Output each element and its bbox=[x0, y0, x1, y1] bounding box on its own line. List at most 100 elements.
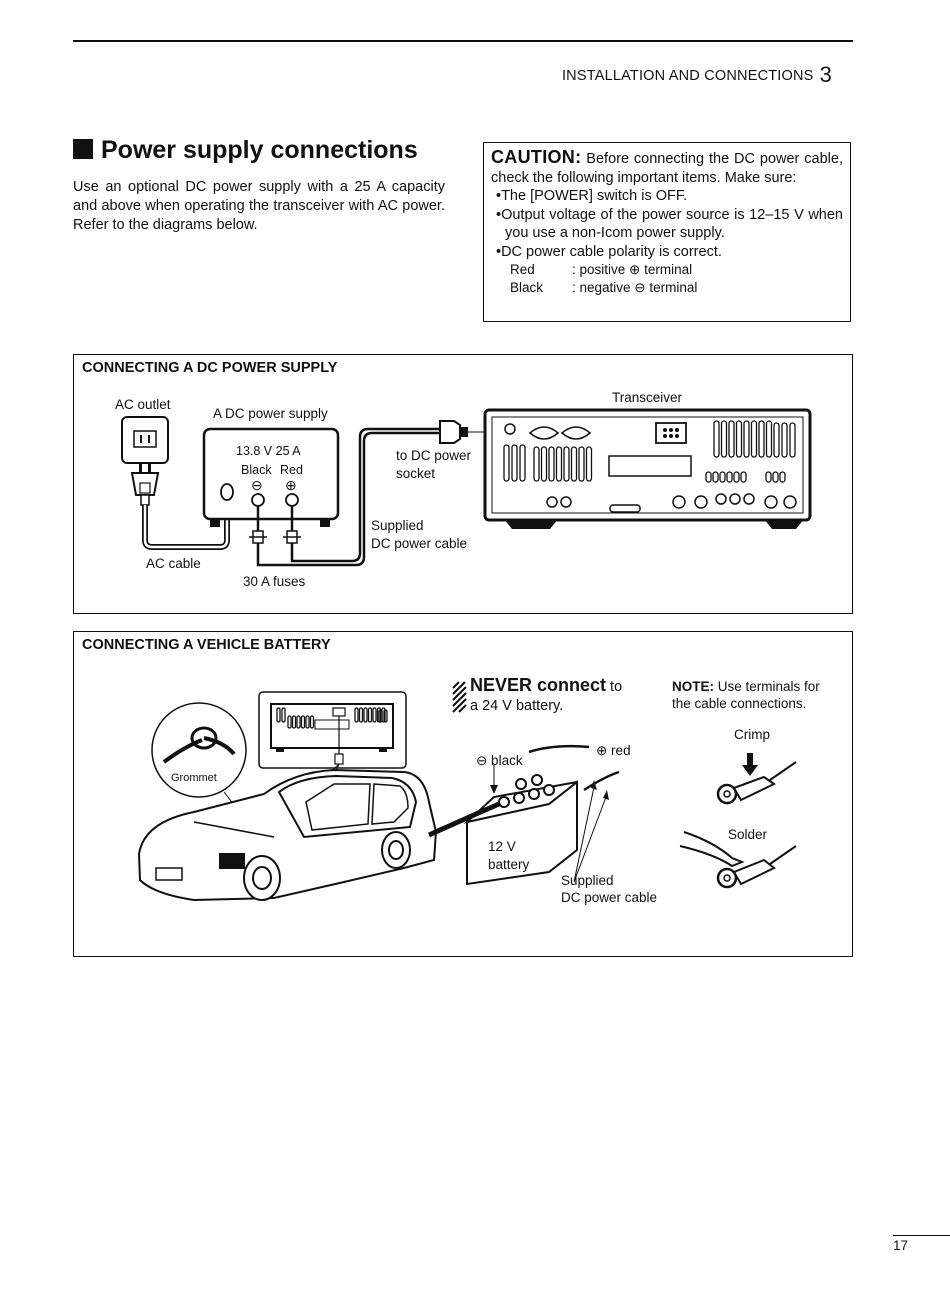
black-lead-label: ⊖ black bbox=[476, 753, 523, 768]
polarity-desc: : positive ⊕ terminal bbox=[572, 262, 693, 277]
square-bullet-icon bbox=[73, 139, 93, 159]
vent-slot bbox=[765, 420, 773, 458]
battery-label-1: 12 V bbox=[488, 839, 516, 854]
vent-slot bbox=[570, 446, 578, 482]
fuse-icon bbox=[283, 530, 301, 544]
vent-slot bbox=[555, 446, 563, 482]
vent-slot bbox=[758, 420, 765, 458]
polarity-desc: : negative ⊖ terminal bbox=[572, 279, 698, 295]
fuse-icon bbox=[249, 530, 267, 544]
supplied-cable-label-1: Supplied bbox=[561, 873, 614, 888]
vent-slot bbox=[540, 446, 548, 482]
red-terminal-label: Red bbox=[280, 463, 303, 477]
never-connect-line-2: a 24 V battery. bbox=[470, 698, 564, 714]
vent-slot bbox=[511, 444, 518, 482]
vent-slot bbox=[363, 707, 368, 723]
vent-slot bbox=[296, 715, 301, 729]
psu-rating: 13.8 V 25 A bbox=[236, 444, 301, 458]
vent-slot bbox=[372, 707, 377, 723]
section-header: INSTALLATION AND CONNECTIONS 3 bbox=[562, 62, 832, 88]
car-icon bbox=[137, 768, 438, 902]
note-line-1: NOTE: Use terminals for bbox=[672, 678, 820, 695]
footer-rule bbox=[893, 1235, 950, 1236]
never-connect-bold: NEVER connect bbox=[470, 675, 607, 695]
vent-slot bbox=[287, 715, 292, 729]
ac-cable-label: AC cable bbox=[146, 556, 201, 571]
vent-slot bbox=[750, 420, 758, 458]
battery-diagram bbox=[137, 681, 797, 902]
vent-slot bbox=[773, 422, 780, 458]
minus-symbol: ⊖ bbox=[251, 477, 263, 493]
fuses-label: 30 A fuses bbox=[243, 574, 306, 589]
vent-slot bbox=[300, 715, 306, 729]
section-name: INSTALLATION AND CONNECTIONS bbox=[561, 68, 814, 84]
top-rule bbox=[73, 40, 853, 42]
battery-black-lead bbox=[427, 801, 500, 838]
caution-bullet: •DC power cable polarity is correct. bbox=[496, 243, 722, 260]
vent-slot bbox=[533, 446, 540, 482]
vehicle-battery-panel: CONNECTING A VEHICLE BATTERY bbox=[73, 631, 853, 957]
never-connect-text: to bbox=[606, 679, 623, 695]
vent-slot bbox=[519, 444, 526, 482]
battery-icon bbox=[463, 774, 578, 886]
vent-slot bbox=[735, 420, 743, 458]
ac-outlet-label: AC outlet bbox=[115, 397, 171, 412]
never-connect-line-1: NEVER connect to bbox=[470, 675, 623, 696]
vent-slot bbox=[789, 422, 796, 458]
supplied-cable-label-1: Supplied bbox=[371, 518, 424, 533]
polarity-row: Red: positive ⊕ terminal bbox=[491, 261, 843, 279]
battery-red-lead bbox=[583, 770, 620, 792]
red-lead-label: ⊕ red bbox=[596, 743, 631, 758]
caution-bullet-text: DC power cable polarity is correct. bbox=[501, 243, 722, 260]
chapter-number: 3 bbox=[819, 62, 832, 87]
vent-slot bbox=[585, 446, 593, 482]
black-terminal-label: Black bbox=[241, 463, 272, 477]
psu-label: A DC power supply bbox=[213, 406, 328, 421]
ac-plug-icon bbox=[130, 463, 160, 506]
vent-slot bbox=[719, 471, 726, 483]
note-line-2: the cable connections. bbox=[672, 696, 807, 711]
vent-slot bbox=[578, 446, 585, 482]
polarity-row: Black: negative ⊖ terminal bbox=[491, 279, 843, 297]
vent-slot bbox=[733, 471, 740, 483]
vent-slot bbox=[309, 715, 315, 729]
vent-slot bbox=[740, 471, 747, 483]
vent-slot bbox=[354, 707, 359, 723]
vent-slot bbox=[305, 715, 310, 729]
solder-terminal-icon bbox=[679, 831, 797, 889]
dc-supply-diagram bbox=[121, 408, 812, 567]
vent-slot bbox=[358, 707, 364, 723]
supplied-cable-label-2: DC power cable bbox=[371, 536, 468, 551]
vent-slot bbox=[726, 471, 733, 483]
inset-transceiver-icon bbox=[258, 691, 407, 769]
dc-supply-panel: CONNECTING A DC POWER SUPPLY bbox=[73, 354, 853, 614]
crimp-terminal-icon bbox=[716, 753, 797, 805]
to-socket-label-2: socket bbox=[396, 466, 436, 481]
dc-power-supply-icon bbox=[202, 427, 340, 527]
battery-panel-title: CONNECTING A VEHICLE BATTERY bbox=[82, 637, 331, 653]
page-number: 17 bbox=[893, 1238, 909, 1253]
vent-slot bbox=[743, 420, 750, 458]
grommet-label: Grommet bbox=[171, 772, 217, 784]
vent-slot bbox=[765, 471, 772, 483]
vent-slot bbox=[705, 471, 712, 483]
note-text: Use terminals for bbox=[714, 679, 820, 694]
transceiver-label: Transceiver bbox=[612, 390, 683, 405]
plus-symbol: ⊕ bbox=[285, 477, 297, 493]
caution-title: CAUTION: bbox=[491, 147, 582, 167]
crimp-label: Crimp bbox=[734, 727, 770, 742]
solder-label: Solder bbox=[728, 827, 768, 842]
vent-slot bbox=[779, 471, 786, 483]
vent-slot bbox=[728, 420, 735, 458]
vent-slot bbox=[772, 471, 779, 483]
battery-label-2: battery bbox=[488, 857, 530, 872]
to-socket-label-1: to DC power bbox=[396, 448, 472, 463]
vent-slot bbox=[503, 444, 510, 482]
caution-bullet-text: The [POWER] switch is OFF. bbox=[501, 188, 688, 204]
vent-slot bbox=[291, 715, 297, 729]
grommet-callout-icon bbox=[151, 702, 247, 798]
warning-hatch-icon bbox=[452, 681, 467, 714]
supplied-cable-label-2: DC power cable bbox=[561, 890, 658, 905]
page-title: Power supply connections bbox=[73, 136, 418, 165]
dc-plug-icon bbox=[439, 420, 468, 444]
